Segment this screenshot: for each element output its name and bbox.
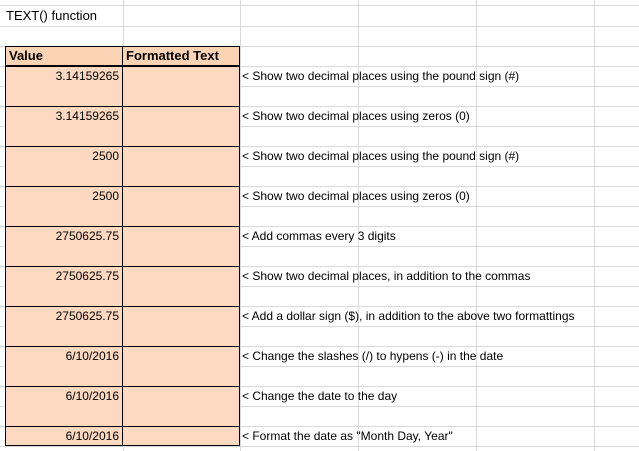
instruction-note[interactable]: < Add commas every 3 digits <box>242 229 396 243</box>
gridline <box>0 146 639 147</box>
gridline <box>0 86 639 87</box>
value-cell[interactable]: 3.14159265 <box>5 66 123 86</box>
spacer-cell[interactable] <box>122 365 240 386</box>
header-value[interactable]: Value <box>5 46 123 66</box>
formatted-cell[interactable] <box>122 346 240 366</box>
gridline <box>0 266 639 267</box>
gridline <box>0 326 639 327</box>
spacer-cell[interactable] <box>122 405 240 426</box>
value-cell[interactable]: 2500 <box>5 186 123 206</box>
instruction-note[interactable]: < Show two decimal places using the poun… <box>242 69 520 83</box>
gridline <box>0 446 639 447</box>
spacer-cell[interactable] <box>5 245 123 266</box>
header-formatted-text[interactable]: Formatted Text <box>122 46 240 66</box>
instruction-note[interactable]: < Show two decimal places, in addition t… <box>242 269 531 283</box>
value-cell[interactable]: 2750625.75 <box>5 226 123 246</box>
value-cell[interactable]: 2750625.75 <box>5 266 123 286</box>
spacer-cell[interactable] <box>122 205 240 226</box>
value-cell[interactable]: 3.14159265 <box>5 106 123 126</box>
spacer-cell[interactable] <box>122 125 240 146</box>
gridline <box>0 166 639 167</box>
gridline <box>0 426 639 427</box>
gridline <box>0 106 639 107</box>
gridline <box>0 206 639 207</box>
formatted-cell[interactable] <box>122 266 240 286</box>
gridline <box>358 0 359 451</box>
spacer-cell[interactable] <box>5 325 123 346</box>
value-cell[interactable]: 2750625.75 <box>5 306 123 326</box>
formatted-cell[interactable] <box>122 146 240 166</box>
spacer-cell[interactable] <box>5 285 123 306</box>
gridline <box>0 386 639 387</box>
gridline <box>240 0 241 451</box>
gridline <box>0 46 639 47</box>
gridline <box>0 186 639 187</box>
formatted-cell[interactable] <box>122 106 240 126</box>
spacer-cell[interactable] <box>122 165 240 186</box>
instruction-note[interactable]: < Change the slashes (/) to hypens (-) i… <box>242 349 504 363</box>
value-cell[interactable]: 6/10/2016 <box>5 386 123 406</box>
gridline <box>0 226 639 227</box>
gridline <box>0 246 639 247</box>
value-cell[interactable]: 6/10/2016 <box>5 426 123 446</box>
formatted-cell[interactable] <box>122 306 240 326</box>
spacer-cell[interactable] <box>5 405 123 426</box>
sheet-title-cell[interactable]: TEXT() function <box>6 8 98 23</box>
gridline <box>594 0 595 451</box>
gridline <box>0 5 639 6</box>
instruction-note[interactable]: < Show two decimal places using the poun… <box>242 149 520 163</box>
gridline <box>0 126 639 127</box>
formatted-cell[interactable] <box>122 66 240 86</box>
value-cell[interactable]: 6/10/2016 <box>5 346 123 366</box>
spacer-cell[interactable] <box>122 325 240 346</box>
instruction-note[interactable]: < Add a dollar sign ($), in addition to … <box>242 309 575 323</box>
gridline <box>0 306 639 307</box>
instruction-note[interactable]: < Show two decimal places using zeros (0… <box>242 109 470 123</box>
spacer-cell[interactable] <box>5 165 123 186</box>
gridline <box>476 0 477 451</box>
gridline <box>0 66 639 67</box>
spacer-cell[interactable] <box>5 125 123 146</box>
instruction-note[interactable]: < Change the date to the day <box>242 389 398 403</box>
gridline <box>0 366 639 367</box>
spacer-cell[interactable] <box>5 85 123 106</box>
gridline <box>0 346 639 347</box>
formatted-cell[interactable] <box>122 226 240 246</box>
spacer-cell[interactable] <box>5 205 123 226</box>
gridline <box>0 26 639 27</box>
formatted-cell[interactable] <box>122 186 240 206</box>
spacer-cell[interactable] <box>122 285 240 306</box>
formatted-cell[interactable] <box>122 426 240 446</box>
value-cell[interactable]: 2500 <box>5 146 123 166</box>
instruction-note[interactable]: < Show two decimal places using zeros (0… <box>242 189 470 203</box>
formatted-cell[interactable] <box>122 386 240 406</box>
spacer-cell[interactable] <box>5 365 123 386</box>
gridline <box>0 406 639 407</box>
spacer-cell[interactable] <box>122 85 240 106</box>
instruction-note[interactable]: < Format the date as "Month Day, Year" <box>242 429 453 443</box>
spacer-cell[interactable] <box>122 245 240 266</box>
gridline <box>0 286 639 287</box>
